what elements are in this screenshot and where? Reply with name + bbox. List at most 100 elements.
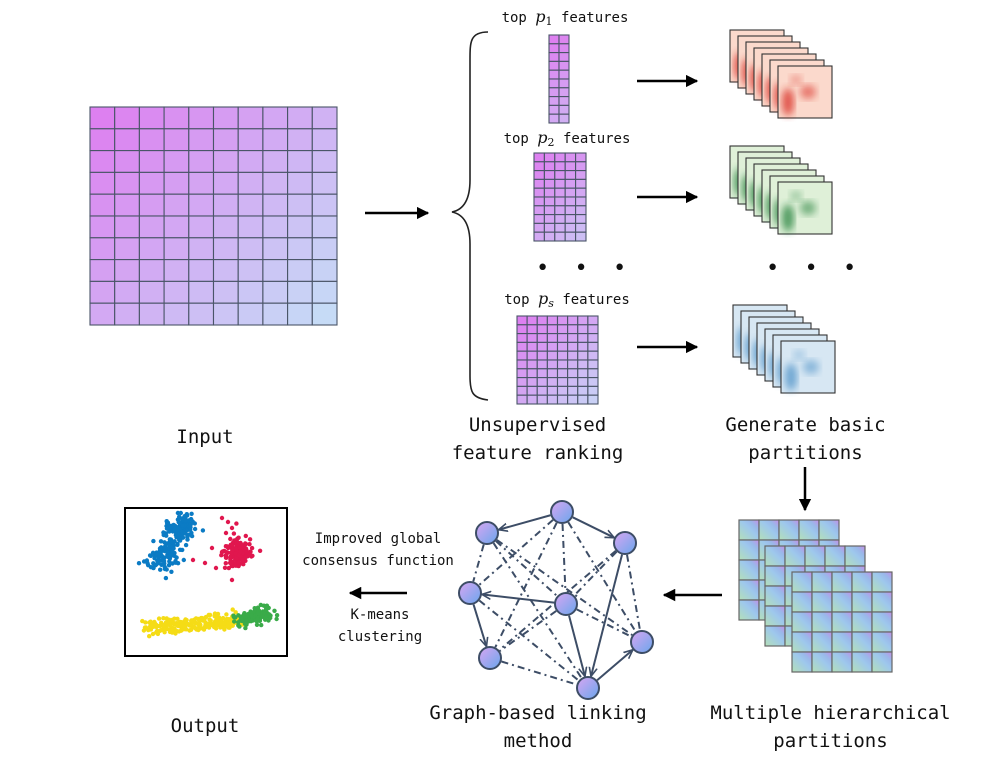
partition-hotspot <box>793 350 805 360</box>
scatter-point <box>231 531 237 536</box>
scatter-point <box>274 613 280 618</box>
grid-cell <box>262 215 289 239</box>
grid-cell <box>188 259 215 282</box>
scatter-point <box>151 561 156 566</box>
grid-cell <box>556 324 569 335</box>
graph-edge-solid <box>482 594 555 604</box>
graph-linking-label-line1: Graph-based linking <box>429 702 647 724</box>
scatter-point <box>225 544 230 549</box>
grid-cell <box>89 150 116 173</box>
grid-cell <box>546 385 559 396</box>
scatter-point <box>262 610 267 616</box>
scatter-point <box>163 544 168 549</box>
grid-cell <box>138 106 165 130</box>
grid-cell <box>533 231 545 242</box>
hierarchical-cell <box>824 545 846 567</box>
graph-edge-dashed <box>496 539 633 636</box>
scatter-point <box>171 546 176 551</box>
grid-cell <box>554 170 566 180</box>
scatter-point <box>259 622 264 628</box>
hierarchical-cell <box>871 631 893 653</box>
grid-cell <box>287 106 313 130</box>
grid-cell <box>533 152 545 163</box>
scatter-point <box>181 557 186 563</box>
grid-cell <box>212 215 239 239</box>
hierarchical-cell <box>871 591 893 613</box>
partitions-ellipsis: • • • <box>766 256 863 281</box>
graph-edge-dashed <box>478 599 580 682</box>
grid-cell <box>287 280 313 304</box>
scatter-point <box>263 617 268 622</box>
scatter-point <box>191 619 196 625</box>
scatter-point <box>181 627 187 632</box>
scatter-point <box>158 567 163 572</box>
grid-cell <box>533 170 545 180</box>
hierarchical-cell <box>851 591 873 613</box>
grid-cell <box>188 302 215 326</box>
grid-cell <box>567 315 579 326</box>
grid-cell <box>533 214 545 224</box>
grid-cell <box>587 394 599 405</box>
grid-cell <box>516 385 528 396</box>
grid-cell <box>516 324 528 335</box>
graph-edge-dashed <box>494 522 558 648</box>
scatter-point <box>213 565 219 571</box>
grid-cell <box>564 231 577 242</box>
scatter-point <box>162 540 167 545</box>
hierarchical-cell <box>784 545 806 567</box>
grid-cell <box>558 96 570 106</box>
graph-edge-dashed <box>495 540 558 597</box>
hierarchical-cell <box>738 519 760 541</box>
scatter-point <box>242 621 248 626</box>
scatter-point <box>158 539 164 544</box>
grid-cell <box>188 280 215 304</box>
grid-cell <box>536 341 548 352</box>
scatter-point <box>182 619 187 624</box>
hierarchical-cell <box>804 545 826 567</box>
grid-cell <box>237 237 264 261</box>
yellow-cluster <box>140 607 252 639</box>
graph-node <box>478 646 502 670</box>
hierarchical-cell <box>798 519 820 541</box>
kmeans-label-line1: K-means <box>350 607 410 623</box>
grid-cell <box>556 368 569 379</box>
grid-cell <box>556 350 569 361</box>
red-cluster <box>219 521 263 571</box>
grid-cell <box>163 106 190 130</box>
grid-cell <box>311 171 338 195</box>
grid-cell <box>526 377 538 387</box>
output-label: Output <box>170 715 240 737</box>
grid-cell <box>575 205 587 216</box>
grid-cell <box>114 171 140 195</box>
scatter-point <box>236 535 241 540</box>
grid-cell <box>89 215 116 239</box>
hierarchical-cell <box>831 651 853 673</box>
scatter-point <box>247 537 253 542</box>
hierarchical-cell <box>871 651 893 673</box>
grid-cell <box>237 150 264 173</box>
grid-cell <box>516 350 528 361</box>
grid-cell <box>575 187 587 198</box>
grid-cell <box>546 350 559 361</box>
grid-cell <box>575 178 587 189</box>
scatter-point <box>170 561 175 566</box>
grid-cell <box>262 237 289 261</box>
scatter-point <box>173 558 178 564</box>
grid-cell <box>548 52 560 62</box>
graph-linking-label-line2: method <box>503 730 573 752</box>
scatter-point <box>252 606 257 611</box>
grid-cell <box>543 214 556 224</box>
feature-subscript: s <box>548 297 554 310</box>
kmeans-label-line2: clustering <box>337 629 423 645</box>
grid-cell <box>311 215 338 239</box>
grid-cell <box>567 359 579 370</box>
grid-cell <box>533 187 545 198</box>
hierarchical-cell <box>738 559 760 581</box>
grid-cell <box>212 171 239 195</box>
scatter-point <box>255 617 261 622</box>
scatter-point <box>234 521 239 526</box>
scatter-point <box>226 622 231 628</box>
scatter-point <box>162 627 167 632</box>
scatter-point <box>247 542 252 547</box>
feature-prefix: top <box>503 131 529 147</box>
